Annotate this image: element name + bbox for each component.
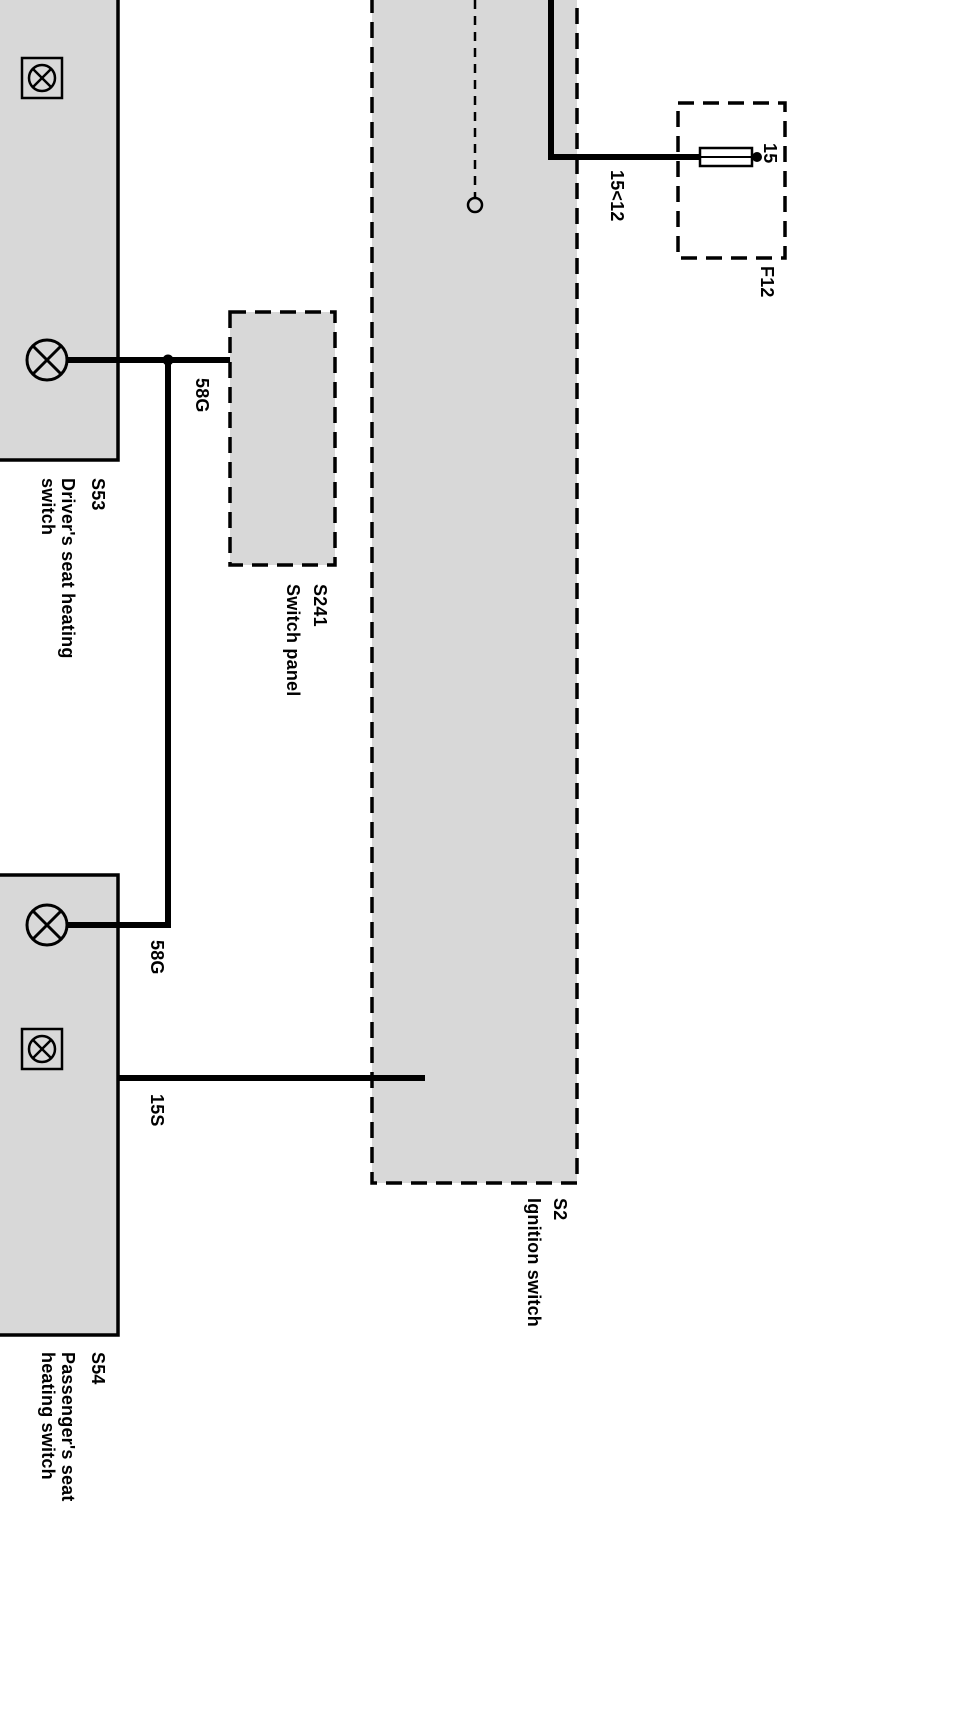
s54-id-label: S54 [88,1352,108,1385]
s241-box [228,310,337,567]
wire-58g-passenger [67,360,171,928]
s53-box [0,0,120,462]
s2-id-label: S2 [550,1198,570,1221]
s2-desc-label: Ignition switch [524,1198,544,1327]
f12-box [676,101,787,260]
junction-dot [162,354,174,366]
s241-id-label: S241 [310,584,330,627]
ignition-actuator-icon [466,0,484,214]
s53-id-label: S53 [88,478,108,511]
s54-box [0,873,120,1337]
s54-desc-label: Passenger's seat heating switch [38,1352,78,1502]
wire-15s-label: 15S [147,1094,167,1127]
s53-indicator-lamp-icon [25,338,69,382]
f12-id-label: F12 [757,266,777,298]
s53-illumination-lamp-icon [20,56,64,100]
wire-15-12-label: 15<12 [607,170,627,222]
s53-desc-label: Driver's seat heating switch [38,478,78,659]
s54-illumination-lamp-icon [20,1027,64,1071]
wire-58g-driver-label: 58G [192,378,212,413]
fuse-terminal-dot [752,152,762,162]
wire-58g-passenger-label: 58G [147,940,167,975]
s241-desc-label: Switch panel [283,584,303,697]
s54-indicator-lamp-icon [25,903,69,947]
fuse-terminal-15-label: 15 [760,143,780,164]
wire-15-supply [548,0,702,160]
fuse-icon [698,146,754,168]
